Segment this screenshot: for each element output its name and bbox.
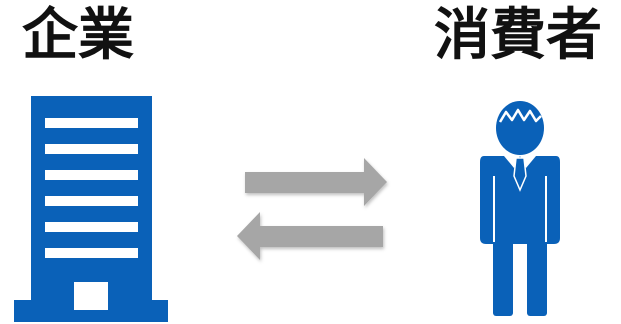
consumer-label: 消費者 [434,3,602,68]
left-arrow-icon [237,212,383,260]
right-arrow-icon [245,158,387,206]
company-label: 企業 [22,3,134,68]
